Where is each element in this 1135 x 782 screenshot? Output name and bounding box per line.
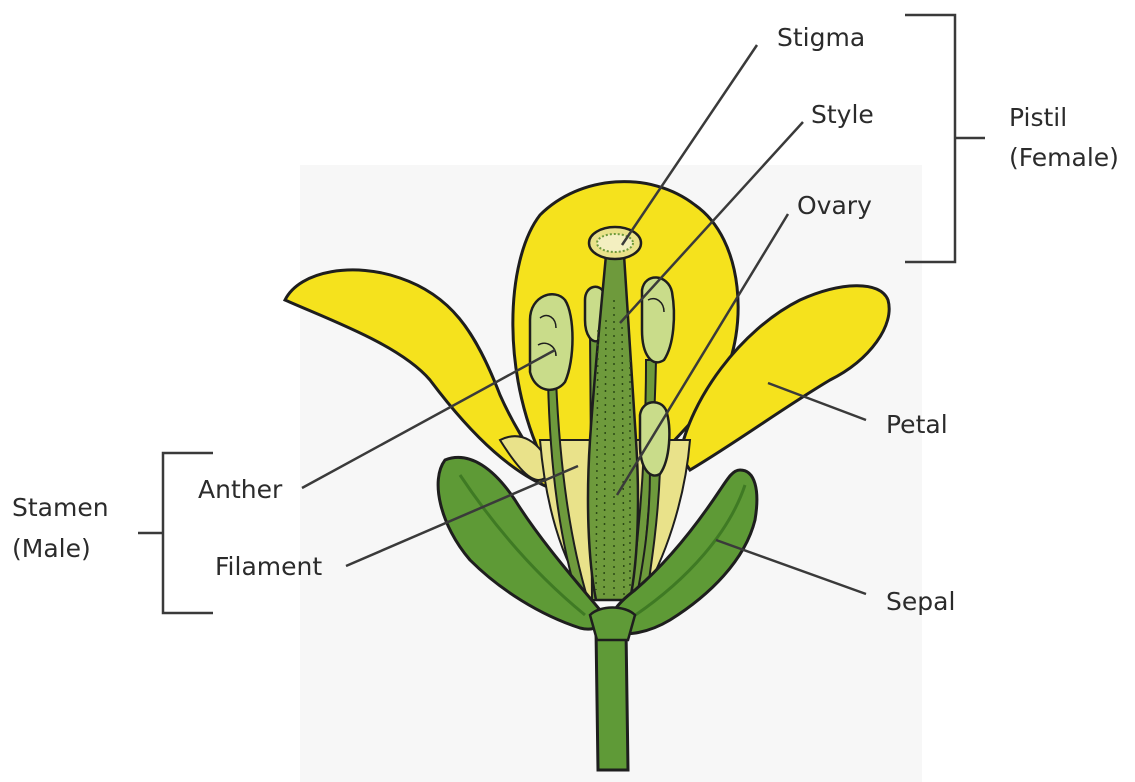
ovary-label: Ovary <box>797 190 872 222</box>
anther-right-low <box>640 402 669 475</box>
style-label: Style <box>811 99 874 131</box>
stamen-label: Stamen <box>12 492 109 524</box>
stamen-sublabel: (Male) <box>12 533 91 565</box>
stigma-label: Stigma <box>777 22 865 54</box>
anther-right <box>642 277 674 362</box>
anther-left <box>530 294 573 390</box>
sepal-label: Sepal <box>886 586 955 618</box>
anther-label: Anther <box>198 474 282 506</box>
receptacle <box>590 608 635 641</box>
pistil-label: Pistil <box>1009 102 1067 134</box>
filament-label: Filament <box>215 551 322 583</box>
stem <box>596 630 628 770</box>
pistil-sublabel: (Female) <box>1009 142 1119 174</box>
pistil-bracket <box>905 15 985 262</box>
petal-label: Petal <box>886 409 948 441</box>
sepal-leader <box>716 540 866 594</box>
